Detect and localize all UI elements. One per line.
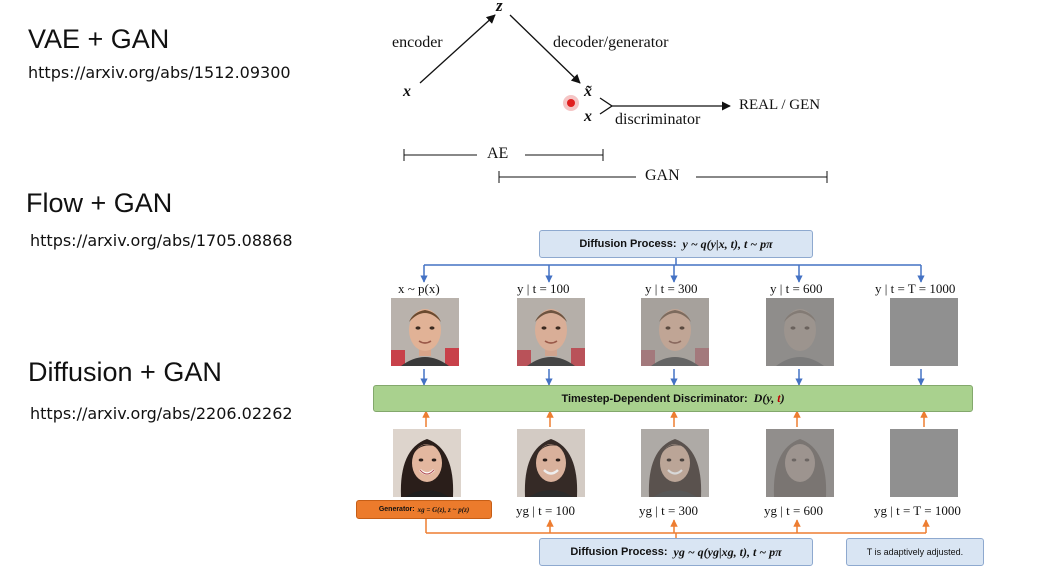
diffusion-process-top-label: Diffusion Process:	[579, 238, 677, 250]
top-label-t300: y | t = 300	[645, 281, 698, 296]
discriminator-box-label: Timestep-Dependent Discriminator:	[561, 392, 748, 405]
section-title-diffusion-gan: Diffusion + GAN	[28, 357, 222, 387]
face-female-t100	[517, 429, 585, 497]
section-title-flow-gan: Flow + GAN	[26, 188, 173, 218]
section-url-diffusion-gan[interactable]: https://arxiv.org/abs/2206.02262	[30, 404, 293, 423]
adaptive-t-note: T is adaptively adjusted.	[846, 538, 984, 566]
cursor-dot	[567, 99, 575, 107]
real-gen-label: REAL / GEN	[739, 97, 821, 113]
x-input-label: x	[403, 83, 411, 100]
top-label-t600: y | t = 600	[770, 281, 823, 296]
face-noise-top	[890, 298, 958, 366]
diffusion-process-bottom-math: yg ~ q(yg|xg, t), t ~ pπ	[673, 544, 782, 559]
face-male-t100	[517, 298, 585, 366]
generator-box-math: xg = G(z), z ~ p(z)	[417, 505, 470, 514]
bottom-label-t1000: yg | t = T = 1000	[874, 503, 961, 518]
x-real-label: x	[584, 108, 592, 125]
decoder-label: decoder/generator	[553, 34, 669, 51]
ae-label: AE	[487, 145, 509, 162]
discriminator-math-b: )	[780, 391, 785, 405]
face-generated-female	[393, 429, 461, 497]
generator-box-label: Generator:	[378, 506, 415, 513]
face-male-t300	[641, 298, 709, 366]
diffusion-process-top-math: y ~ q(y|x, t), t ~ pπ	[682, 236, 773, 251]
face-noise-bottom	[890, 429, 958, 497]
top-label-t1000: y | t = T = 1000	[875, 281, 956, 296]
bottom-label-t600: yg | t = 600	[764, 503, 824, 518]
generator-box: Generator: xg = G(z), z ~ p(z)	[356, 500, 492, 519]
discriminator-label: discriminator	[615, 111, 701, 128]
discriminator-math-a: D(y,	[753, 391, 778, 405]
timestep-discriminator-box: Timestep-Dependent Discriminator: D(y, t…	[373, 385, 973, 412]
section-url-vae-gan[interactable]: https://arxiv.org/abs/1512.09300	[28, 63, 291, 82]
diffusion-process-bottom-label: Diffusion Process:	[570, 546, 668, 558]
face-female-t300	[641, 429, 709, 497]
x-tilde-label: x̃	[584, 83, 592, 100]
face-real-male	[391, 298, 459, 366]
section-url-flow-gan[interactable]: https://arxiv.org/abs/1705.08868	[30, 231, 293, 250]
section-title-vae-gan: VAE + GAN	[28, 24, 170, 54]
z-label: z	[496, 0, 503, 15]
top-label-real: x ~ p(x)	[398, 281, 440, 296]
encoder-arrow	[419, 14, 496, 84]
discriminator-math-t: t	[777, 391, 781, 405]
gan-label: GAN	[645, 167, 680, 184]
diffusion-process-top-box: Diffusion Process: y ~ q(y|x, t), t ~ pπ	[539, 230, 813, 258]
bottom-label-t300: yg | t = 300	[639, 503, 699, 518]
vaegan-connector-svg	[403, 14, 828, 183]
face-female-t600	[766, 429, 834, 497]
diffusion-process-bottom-box: Diffusion Process: yg ~ q(yg|xg, t), t ~…	[539, 538, 813, 566]
decoder-arrow	[509, 14, 581, 84]
encoder-label: encoder	[392, 34, 443, 51]
top-label-t100: y | t = 100	[517, 281, 570, 296]
face-male-t600	[766, 298, 834, 366]
bottom-label-t100: yg | t = 100	[516, 503, 576, 518]
